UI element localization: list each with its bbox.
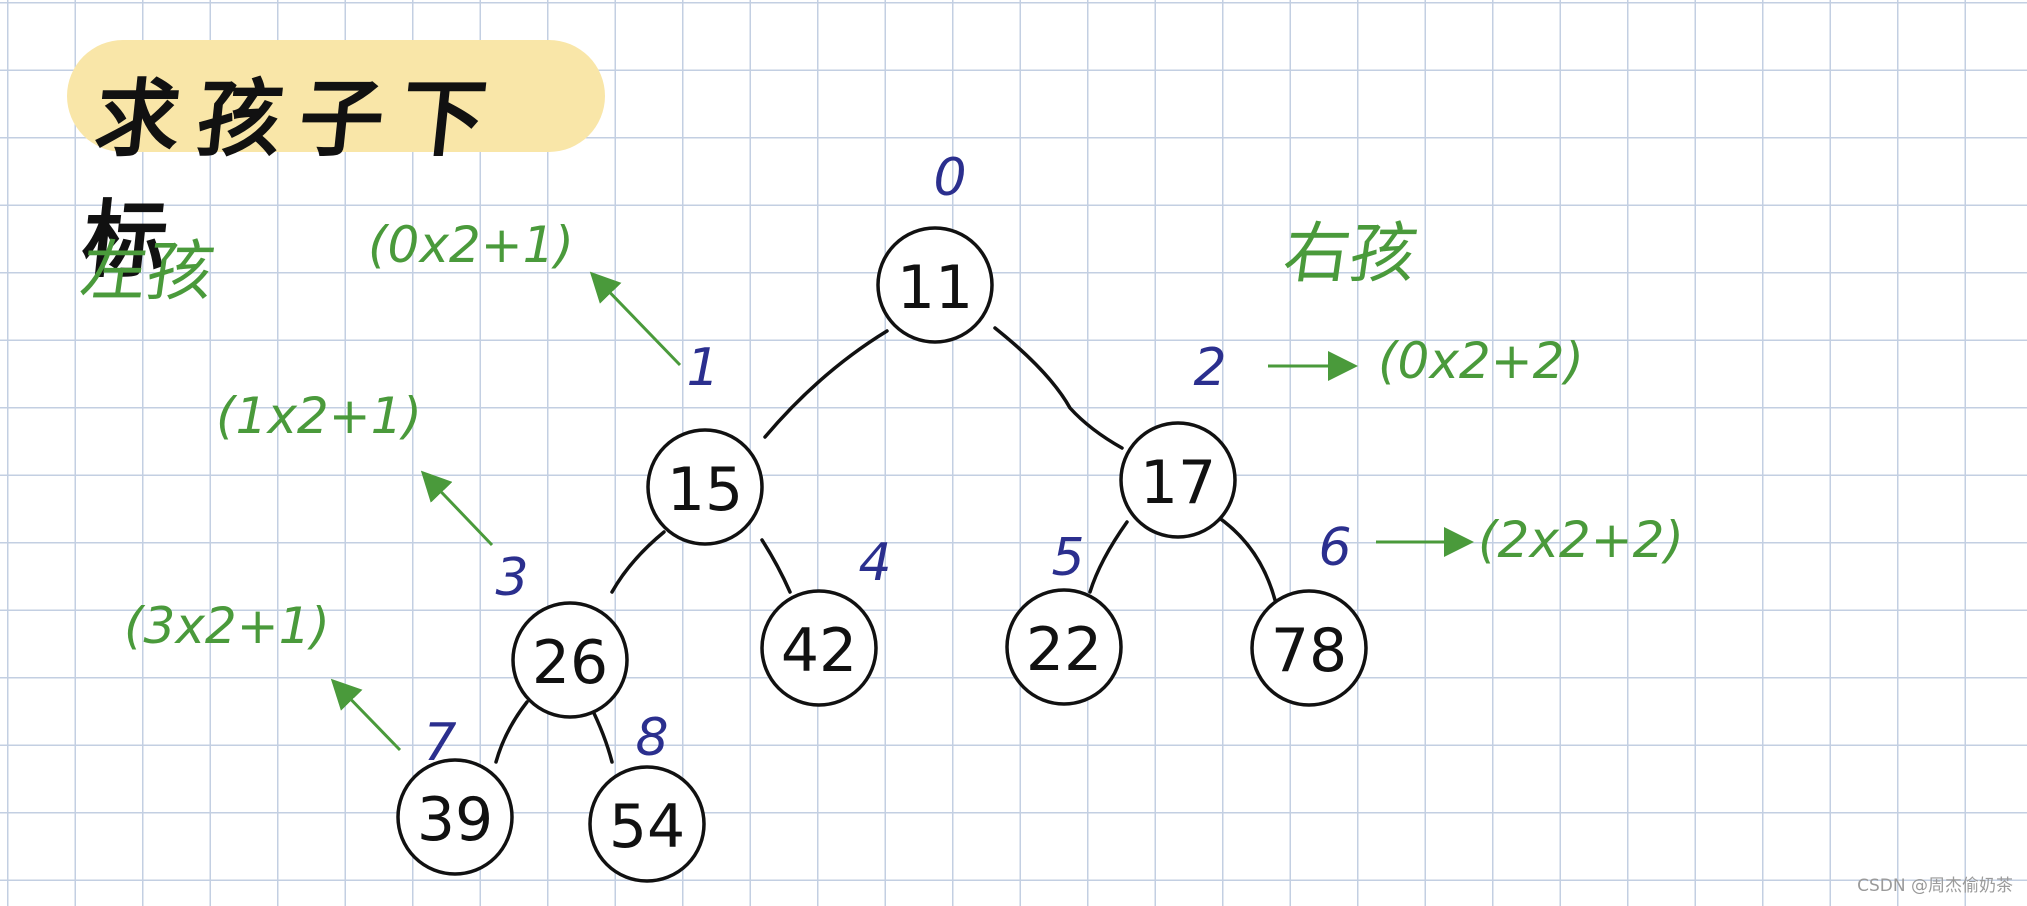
tree-node-value-5: 22 — [1026, 615, 1102, 685]
tree-node-index-8: 8 — [635, 708, 668, 768]
tree-node-value-0: 11 — [897, 253, 973, 323]
formula-text-1: (0x2+1) — [368, 216, 574, 274]
tree-edge-2-5 — [1088, 520, 1129, 594]
formula-text-2: (0x2+2) — [1378, 332, 1584, 390]
formula-text-7: (3x2+1) — [124, 597, 330, 655]
tree-node-circle-4 — [760, 589, 878, 707]
tree-node-value-1: 15 — [667, 455, 743, 525]
tree-edge-1-3 — [610, 530, 666, 594]
tree-node-circle-8 — [588, 765, 706, 883]
tree-edge-0-2 — [993, 326, 1124, 450]
tree-node-index-1: 1 — [686, 338, 719, 398]
tree-node-index-5: 5 — [1051, 528, 1084, 588]
formula-arrow-1 — [589, 271, 682, 367]
tree-node-circle-2 — [1119, 421, 1237, 539]
formula-text-3: (1x2+1) — [216, 387, 422, 445]
formula-text-6: (2x2+2) — [1478, 511, 1684, 569]
formula-arrow-7 — [330, 678, 402, 752]
tree-node-index-6: 6 — [1318, 518, 1351, 578]
tree-edge-3-7 — [494, 700, 529, 764]
tree-node-index-4: 4 — [858, 533, 891, 593]
tree-node-circle-0 — [876, 226, 994, 344]
tree-edge-0-1 — [763, 329, 889, 439]
tree-node-value-2: 17 — [1140, 448, 1216, 518]
tree-node-value-7: 39 — [417, 785, 493, 855]
tree-node-index-3: 3 — [495, 548, 528, 608]
tree-node-circle-5 — [1005, 588, 1123, 706]
watermark: CSDN @周杰偷奶茶 — [1857, 876, 2013, 896]
tree-edge-1-4 — [760, 538, 792, 594]
tree-node-value-8: 54 — [609, 792, 685, 862]
tree-node-index-2: 2 — [1193, 338, 1226, 398]
tree-node-value-6: 78 — [1271, 616, 1347, 686]
tree-node-value-4: 42 — [781, 616, 857, 686]
tree-node-index-7: 7 — [423, 713, 456, 773]
tree-node-circle-6 — [1250, 589, 1368, 707]
formula-arrow-3 — [420, 470, 494, 547]
title-highlight — [67, 40, 605, 152]
tree-node-circle-7 — [396, 758, 514, 876]
tree-node-circle-1 — [646, 428, 764, 546]
tree-node-value-3: 26 — [532, 628, 608, 698]
tree-node-index-0: 0 — [933, 148, 966, 208]
tree-edge-2-6 — [1213, 513, 1277, 602]
tree-node-circle-3 — [511, 601, 629, 719]
